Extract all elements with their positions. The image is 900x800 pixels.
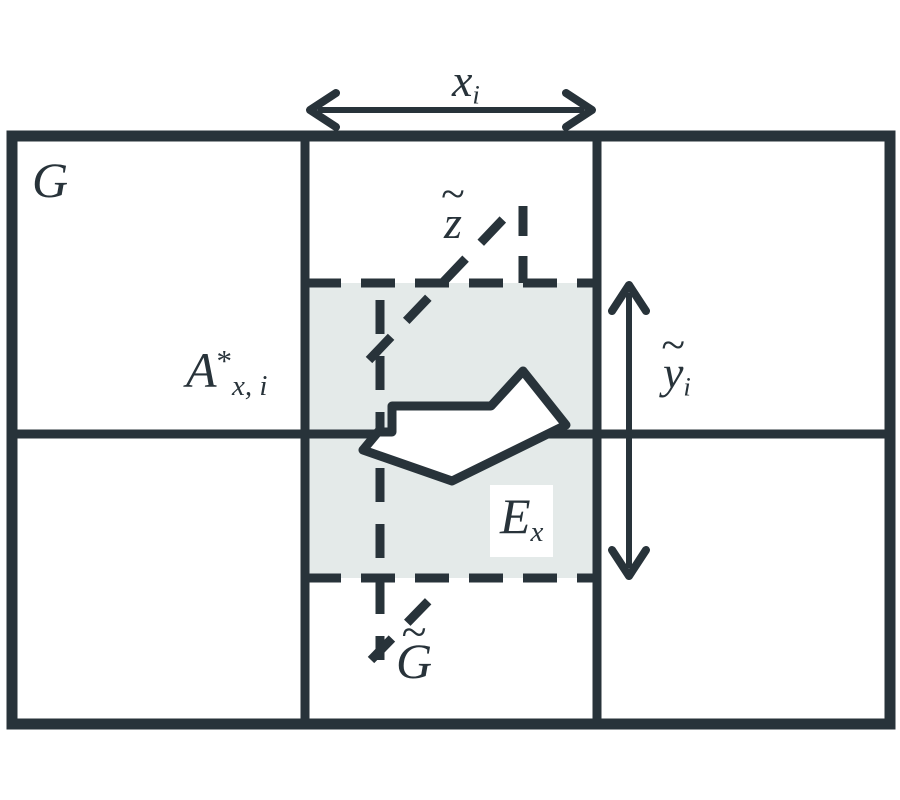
label-arrow-base: E [500, 488, 531, 544]
label-G2-wrap: ~ G [396, 609, 433, 689]
label-arrow-sub: x [530, 516, 544, 549]
label-z-tilde: ~ z [441, 172, 465, 248]
tilde-accent-z: ~ [441, 169, 465, 218]
label-cell-A-base: A [186, 342, 217, 399]
width-measure-arrowhead-right [562, 89, 596, 131]
width-measure-arrowhead-left [306, 89, 340, 131]
tilde-accent-G: ~ [401, 606, 427, 658]
label-shifted-grid-base: G [396, 633, 433, 689]
label-cell-A-sub: x, i [232, 370, 268, 403]
height-measure-arrowhead-top [608, 281, 650, 315]
label-arrow-Ex: Ex [490, 485, 554, 558]
tilde-accent-y: ~ [661, 320, 686, 369]
label-yi-wrap: ~ y [661, 323, 685, 398]
label-width-xi: xi [452, 58, 480, 108]
label-z-wrap: ~ z [441, 172, 465, 248]
label-height-yi: ~ y i [661, 323, 691, 402]
dashed-diagonal-upper [365, 208, 514, 364]
height-measure-arrowhead-bottom [608, 546, 650, 580]
grid-outer-frame [6, 130, 896, 730]
label-shifted-grid-G: ~ G [396, 609, 433, 689]
label-width-base: x [452, 55, 473, 106]
label-grid-G: G [32, 152, 69, 208]
shift-block-arrow [358, 366, 571, 486]
dashed-diagonal-lower [367, 584, 445, 664]
label-width-sub: i [472, 79, 480, 110]
label-z-base: z [444, 197, 462, 248]
label-height-sub: i [683, 371, 691, 402]
label-height-base: y [663, 347, 684, 398]
label-cell-A: A*x, i [186, 345, 267, 401]
label-cell-A-sup: * [216, 343, 233, 378]
